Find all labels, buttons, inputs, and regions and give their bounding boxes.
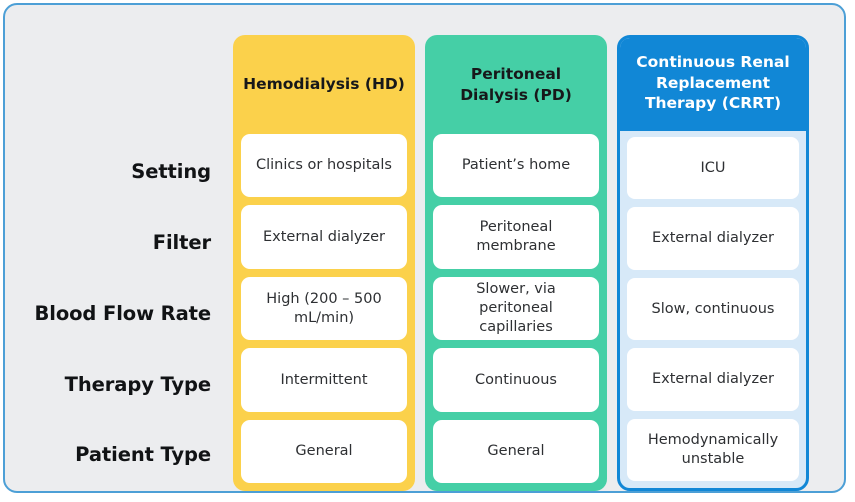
row-label-setting: Setting	[131, 160, 211, 184]
cell-pd-patient-type: General	[433, 419, 599, 484]
column-crrt: Continuous Renal Replacement Therapy (CR…	[617, 35, 809, 491]
column-peritoneal-dialysis: Peritoneal Dialysis (PD) Patient’s home …	[425, 35, 607, 491]
cell-hd-setting: Clinics or hospitals	[241, 134, 407, 198]
column-header-hemodialysis: Hemodialysis (HD)	[243, 75, 405, 94]
column-header-peritoneal-dialysis: Peritoneal Dialysis (PD)	[460, 64, 572, 104]
row-label-patient-type: Patient Type	[75, 443, 211, 467]
row-label-column: Setting Filter Blood Flow Rate Therapy T…	[5, 137, 233, 491]
cell-pd-setting: Patient’s home	[433, 134, 599, 198]
column-hemodialysis: Hemodialysis (HD) Clinics or hospitals E…	[233, 35, 415, 491]
cell-crrt-patient-type: Hemodynamically unstable	[627, 418, 799, 482]
cell-crrt-filter: External dialyzer	[627, 207, 799, 270]
cell-crrt-setting: ICU	[627, 137, 799, 200]
row-label-filter: Filter	[152, 230, 211, 254]
comparison-table-canvas: Setting Filter Blood Flow Rate Therapy T…	[3, 3, 846, 493]
cell-crrt-therapy-type: External dialyzer	[627, 348, 799, 411]
cell-crrt-blood-flow-rate: Slow, continuous	[627, 277, 799, 341]
row-label-blood-flow-rate: Blood Flow Rate	[34, 301, 211, 325]
cell-hd-therapy-type: Intermittent	[241, 348, 407, 412]
cell-pd-therapy-type: Continuous	[433, 348, 599, 412]
cell-hd-blood-flow-rate: High (200 – 500 mL/min)	[241, 276, 407, 341]
cell-pd-filter: Peritoneal membrane	[433, 205, 599, 269]
column-body-peritoneal-dialysis: Patient’s home Peritoneal membrane Slowe…	[425, 134, 607, 491]
column-body-crrt: ICU External dialyzer Slow, continuous E…	[620, 131, 806, 488]
column-header-crrt: Continuous Renal Replacement Therapy (CR…	[620, 38, 806, 131]
column-body-hemodialysis: Clinics or hospitals External dialyzer H…	[233, 134, 415, 491]
dialysis-comparison-table: Setting Filter Blood Flow Rate Therapy T…	[5, 5, 844, 491]
cell-hd-patient-type: General	[241, 419, 407, 484]
cell-hd-filter: External dialyzer	[241, 205, 407, 269]
cell-pd-blood-flow-rate: Slower, via peritoneal capillaries	[433, 276, 599, 341]
row-label-therapy-type: Therapy Type	[64, 372, 211, 396]
